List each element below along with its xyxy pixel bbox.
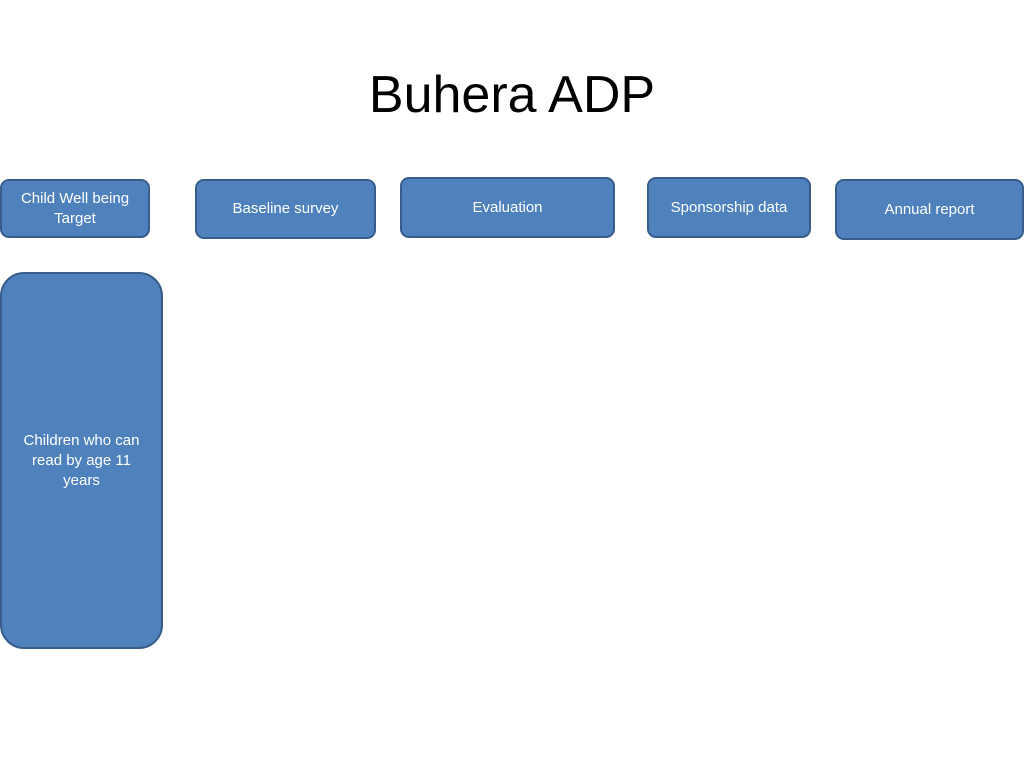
box-label: Child Well being Target xyxy=(20,189,130,227)
box-label: Baseline survey xyxy=(232,200,339,217)
box-label: Sponsorship data xyxy=(670,198,788,216)
box-label: Children who can read by age 11 years xyxy=(23,431,140,489)
box-label: Annual report xyxy=(884,200,975,218)
slide-title: Buhera ADP xyxy=(368,66,656,124)
box-children-who-can-read: Children who can read by age 11 years xyxy=(0,272,163,649)
box-baseline-survey: Baseline survey xyxy=(195,179,376,239)
box-annual-report: Annual report xyxy=(835,179,1024,240)
box-sponsorship-data: Sponsorship data xyxy=(647,177,811,238)
box-evaluation: Evaluation xyxy=(400,177,615,238)
box-child-well-being-target: Child Well being Target xyxy=(0,179,150,238)
box-label: Evaluation xyxy=(472,198,543,216)
